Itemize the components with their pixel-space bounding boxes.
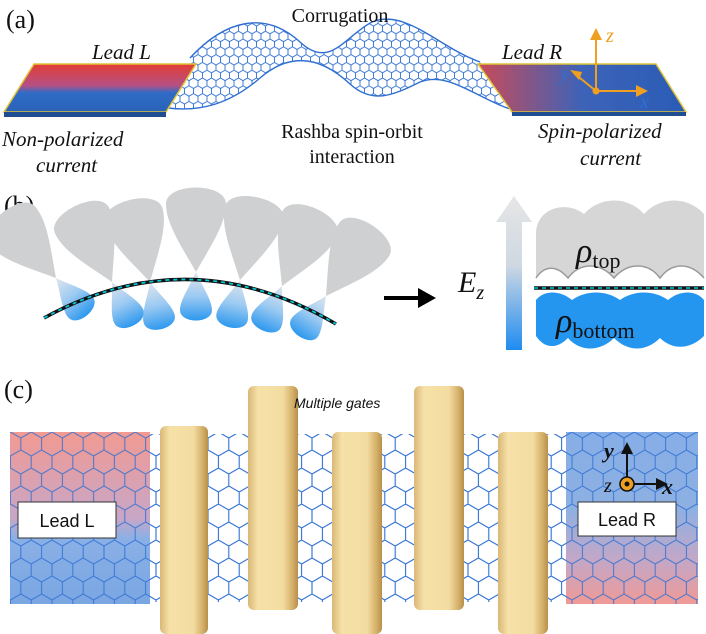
center-caption-line2: interaction	[309, 146, 395, 168]
axis-a-y: y	[558, 63, 569, 85]
gate-2	[248, 386, 298, 610]
right-arrow	[384, 288, 436, 308]
e-field-arrow	[496, 196, 532, 350]
axis-a-z: z	[605, 25, 614, 47]
gate-1	[160, 426, 208, 634]
right-caption-line1: Spin-polarized	[538, 119, 662, 143]
lead-c-right-label: Lead R	[598, 510, 656, 530]
lead-r-slab	[476, 63, 688, 116]
lead-c-right-box: Lead R	[577, 501, 677, 537]
gate-5	[498, 432, 548, 634]
corrugation-label: Corrugation	[292, 5, 389, 27]
axes-c: y z x	[601, 438, 673, 499]
rho-top-region	[535, 200, 705, 280]
panel-c-label: (c)	[4, 375, 33, 404]
center-caption-line1: Rashba spin-orbit	[281, 121, 423, 143]
axis-c-y: y	[601, 438, 614, 463]
lead-r-label: Lead R	[501, 40, 562, 64]
panel-a: (a) Lead L Lead R Corrugation	[1, 5, 688, 177]
axes-a: z y x	[558, 25, 649, 113]
multiple-gates-label: Multiple gates	[294, 395, 380, 411]
panel-c: (c) Multiple gates Lead L Lead R	[4, 375, 698, 634]
axis-a-x: x	[639, 91, 649, 113]
axis-c-x: x	[661, 474, 673, 499]
rho-bottom-label: ρbottom	[555, 303, 635, 343]
left-caption-line2: current	[36, 153, 98, 177]
lead-l-label: Lead L	[91, 40, 151, 64]
gate-4	[414, 386, 464, 610]
right-caption-line2: current	[580, 146, 642, 170]
rho-top-label: ρtop	[575, 233, 620, 273]
panel-b: (b)	[0, 187, 705, 350]
gate-3	[332, 432, 382, 634]
lead-c-left-label: Lead L	[39, 511, 94, 531]
panel-a-label: (a)	[6, 5, 35, 34]
gates	[160, 386, 548, 634]
orbital-lobes	[0, 187, 391, 341]
rho-bottom-region	[536, 292, 704, 349]
axis-c-z: z	[603, 475, 612, 497]
left-caption-line1: Non-polarized	[1, 127, 124, 151]
lead-l-slab	[2, 63, 198, 117]
lead-c-left-box: Lead L	[17, 501, 117, 539]
e-field-label: Ez	[457, 266, 484, 304]
